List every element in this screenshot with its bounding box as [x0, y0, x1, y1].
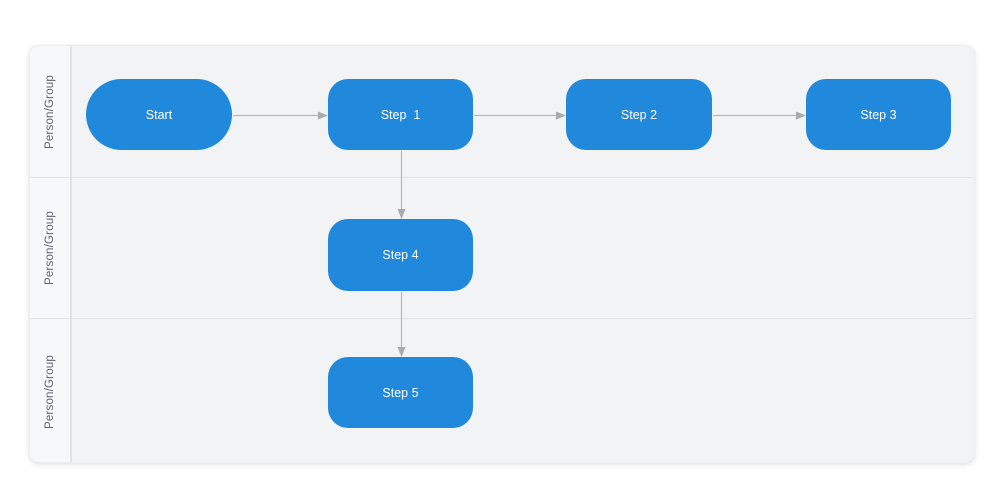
lane-header-1: Person/Group: [30, 46, 72, 177]
node-step-4[interactable]: Step 4: [328, 219, 473, 291]
node-label: Step 2: [620, 107, 658, 122]
swimlane-row-1: Person/Group: [30, 46, 974, 177]
lane-label: Person/Group: [44, 74, 56, 149]
lane-body-3: [72, 319, 974, 462]
lane-label: Person/Group: [44, 354, 56, 429]
swimlane-container: Person/Group Person/Group Person/Group S…: [29, 45, 975, 463]
lane-header-3: Person/Group: [30, 319, 72, 462]
node-label: Start: [145, 107, 173, 122]
node-step-5[interactable]: Step 5: [328, 357, 473, 428]
node-label: Step 5: [382, 385, 419, 400]
node-start[interactable]: Start: [86, 79, 232, 150]
node-step-1[interactable]: Step 1: [328, 79, 473, 150]
lane-label: Person/Group: [44, 211, 56, 285]
node-label: Step 3: [860, 107, 897, 122]
node-label: Step 4: [382, 248, 419, 262]
node-step-2[interactable]: Step 2: [566, 79, 712, 150]
lane-header-2: Person/Group: [30, 178, 72, 318]
node-step-3[interactable]: Step 3: [806, 79, 951, 150]
swimlane-row-2: Person/Group: [30, 177, 974, 318]
lane-body-2: [72, 178, 974, 318]
node-label: Step 1: [380, 107, 421, 122]
swimlane-row-3: Person/Group: [30, 318, 974, 462]
